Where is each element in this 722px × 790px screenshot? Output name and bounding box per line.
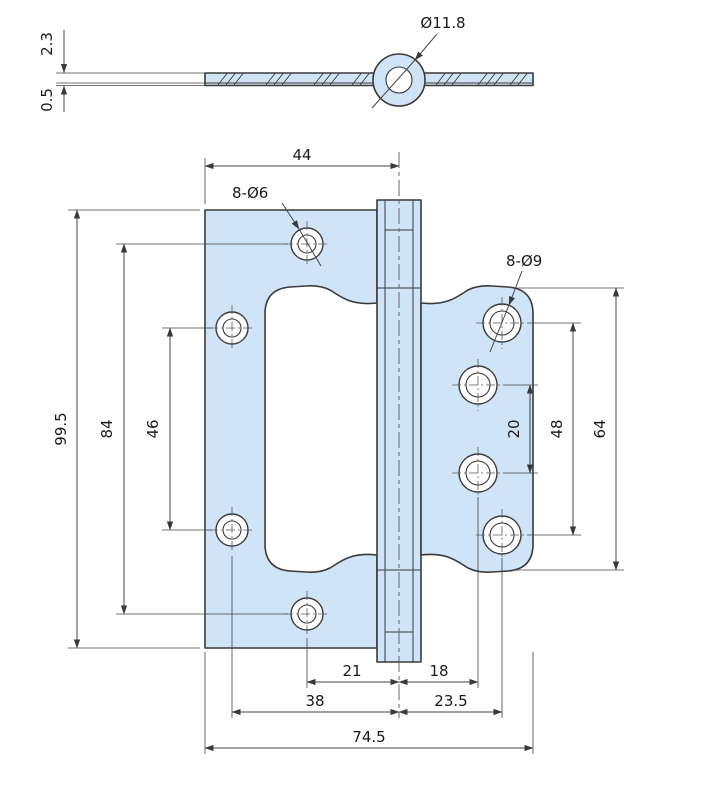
left-leaf <box>204 209 378 649</box>
left-leaf-holes <box>209 221 330 637</box>
dim-label-width-to-center: 44 <box>292 146 311 164</box>
dim-label-right-outer-span: 48 <box>548 419 566 438</box>
dim-label-left-outer-span: 84 <box>98 419 116 438</box>
dim-label-left-inner-span: 46 <box>144 419 162 438</box>
section-extension-lines <box>56 72 205 86</box>
section-pin-hole <box>385 66 413 94</box>
right-leaf <box>420 285 534 573</box>
pin-hole-leader-line <box>414 33 438 61</box>
callout-leader-left-holes <box>281 202 300 230</box>
dim-label-pin-hole-diameter: Ø11.8 <box>420 14 465 32</box>
dim-label-overall-height: 99.5 <box>52 412 70 445</box>
callout-label-left-holes: 8-Ø6 <box>232 184 268 202</box>
section-view: Ø11.8 2.3 0.5 <box>38 14 534 112</box>
dimensions: 44 99.5 84 46 20 48 64 21 18 38 23.5 74.… <box>52 146 624 754</box>
dim-label-23-5: 23.5 <box>434 692 467 710</box>
dim-label-right-inner-span: 20 <box>505 419 523 438</box>
callout-leader-left-holes-tail <box>298 228 322 267</box>
extension-lines <box>68 158 624 754</box>
dim-label-18: 18 <box>429 662 448 680</box>
hole-center-marks <box>209 221 330 637</box>
dim-label-leaf-offset: 0.5 <box>38 88 56 112</box>
front-view <box>204 152 534 718</box>
section-hatch-marks <box>217 73 528 86</box>
pin-hole-leader-tail <box>371 59 416 109</box>
dim-label-leaf-thickness: 2.3 <box>38 32 56 56</box>
dim-label-38: 38 <box>305 692 324 710</box>
callout-leader-right-holes-tail <box>489 304 510 353</box>
dim-label-21: 21 <box>342 662 361 680</box>
dim-label-right-leaf-height: 64 <box>591 419 609 438</box>
callout-leader-right-holes <box>508 270 523 306</box>
dim-label-overall-width: 74.5 <box>352 728 385 746</box>
callout-label-right-holes: 8-Ø9 <box>506 252 542 270</box>
